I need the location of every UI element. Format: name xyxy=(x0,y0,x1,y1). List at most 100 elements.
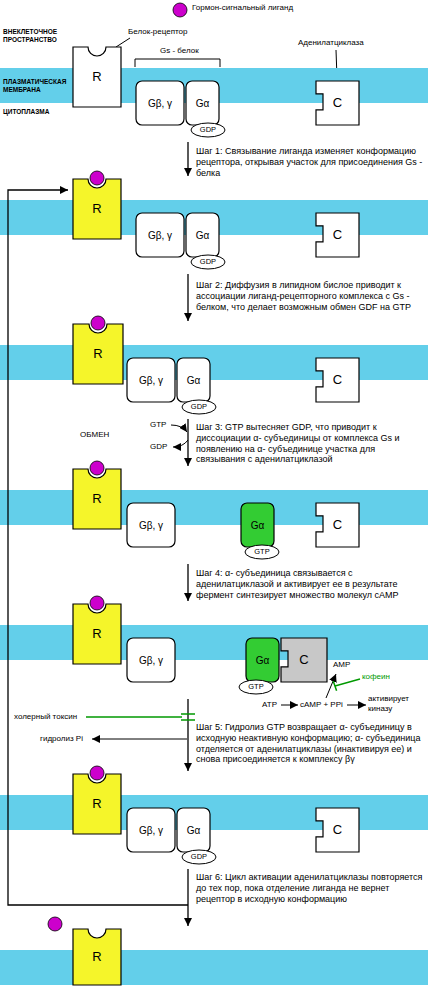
ligand xyxy=(173,3,187,17)
step-arrow xyxy=(187,564,188,601)
node-label: R xyxy=(92,202,101,216)
inhibitor-bar xyxy=(333,681,336,691)
molecule-label: cAMP + PPi xyxy=(300,700,343,710)
step-arrow xyxy=(187,869,188,926)
molecule-label: ATP xyxy=(262,700,277,710)
node-label: C xyxy=(333,823,342,837)
effect-label: активирует киназу xyxy=(368,694,424,713)
node-label: C xyxy=(333,373,342,387)
exchange-arrow xyxy=(171,425,187,432)
node-label: GDP xyxy=(191,403,207,411)
gdp-molecule: GDP xyxy=(181,399,217,415)
block-bar xyxy=(181,719,195,721)
receptor-protein: R xyxy=(72,46,122,108)
cycle-arrow xyxy=(8,190,188,905)
step-caption: Шаг 1: Связывание лиганда изменяет конфо… xyxy=(196,146,424,178)
gtp-molecule: GTP xyxy=(244,544,280,560)
node-label: GTP xyxy=(254,548,269,556)
subunit-outline xyxy=(127,808,175,852)
g-beta-gamma-subunit: Gβ, γ xyxy=(135,212,185,258)
node-label: GDP xyxy=(191,853,207,861)
node-label: R xyxy=(92,70,101,84)
membrane-band xyxy=(0,795,428,830)
gdp-molecule: GDP xyxy=(190,122,226,138)
g-beta-gamma-subunit: Gβ, γ xyxy=(126,807,176,853)
molecule-outline xyxy=(191,255,225,269)
node-label: R xyxy=(92,950,101,964)
node-label: C xyxy=(333,228,342,242)
molecule-outline xyxy=(182,850,216,864)
receptor-protein: R xyxy=(72,178,122,240)
node-label: GTP xyxy=(248,683,263,691)
adenylate-cyclase: C xyxy=(315,502,360,548)
adenylate-cyclase: C xyxy=(315,357,360,403)
subunit-outline xyxy=(177,358,210,402)
inhibitor-label: кофеин xyxy=(362,672,390,682)
exchange-arrow xyxy=(173,440,188,447)
shape-outline xyxy=(73,604,121,664)
node-label: GDP xyxy=(200,126,216,134)
adenylate-cyclase: C xyxy=(315,807,360,853)
node-label: Gβ, γ xyxy=(139,520,163,531)
reaction-arrow xyxy=(281,705,298,706)
block-bar xyxy=(181,713,195,715)
receptor-protein: R xyxy=(72,323,124,385)
g-alpha-subunit: Gα xyxy=(240,502,275,548)
g-beta-gamma-subunit: Gβ, γ xyxy=(126,502,176,548)
node-label: Gα xyxy=(256,655,270,666)
molecule-outline xyxy=(239,680,273,694)
molecule-label: AMP xyxy=(333,660,350,670)
subunit-outline xyxy=(186,81,219,125)
callout-label: Gs - белок xyxy=(160,46,199,56)
gs-bracket xyxy=(135,59,220,67)
node-label: Gβ, γ xyxy=(139,825,163,836)
toxin-line xyxy=(86,716,182,717)
node-label: R xyxy=(93,347,102,361)
node-label: Gα xyxy=(187,375,201,386)
g-alpha-subunit: Gα xyxy=(245,637,280,683)
subunit-outline xyxy=(127,638,175,682)
subunit-outline xyxy=(246,638,279,682)
shape-outline xyxy=(316,213,359,257)
shape-outline xyxy=(73,324,123,384)
node-label: Gα xyxy=(196,98,210,109)
g-alpha-subunit: Gα xyxy=(185,80,220,126)
shape-outline xyxy=(73,469,121,529)
receptor-protein: R xyxy=(72,603,122,665)
subunit-outline xyxy=(127,358,175,402)
node-label: Gβ, γ xyxy=(139,375,163,386)
membrane-band xyxy=(0,625,428,660)
step-caption: Шаг 2: Диффузия в липидном бислое привод… xyxy=(196,280,424,312)
molecule-label: GDP xyxy=(150,442,167,452)
hydrolysis-arrow xyxy=(92,739,187,740)
shape-outline xyxy=(73,929,121,985)
molecule-outline xyxy=(245,545,279,559)
inhibitor-line xyxy=(335,679,360,686)
molecule-outline xyxy=(182,400,216,414)
g-alpha-subunit: Gα xyxy=(176,357,211,403)
adenylate-cyclase: C xyxy=(315,212,360,258)
node-label: Gβ, γ xyxy=(139,655,163,666)
node-label: R xyxy=(92,627,101,641)
step-caption: Шаг 3: GTP вытесняет GDP, что приводит к… xyxy=(196,422,424,465)
subunit-outline xyxy=(186,213,219,257)
node-label: Gα xyxy=(251,520,265,531)
region-label: ВНЕКЛЕТОЧНОЕ ПРОСТРАНСТВО xyxy=(3,28,69,44)
subunit-outline xyxy=(136,213,184,257)
step-arrow xyxy=(187,274,188,321)
g-beta-gamma-subunit: Gβ, γ xyxy=(126,637,176,683)
shape-outline xyxy=(73,179,121,239)
reaction-arrow xyxy=(347,705,366,706)
leader-line xyxy=(116,38,130,47)
node-label: C xyxy=(299,653,308,667)
node-label: C xyxy=(333,518,342,532)
shape-outline xyxy=(73,47,121,107)
shape-outline xyxy=(316,808,359,852)
shape-outline xyxy=(316,81,359,125)
gdp-molecule: GDP xyxy=(190,254,226,270)
subunit-outline xyxy=(177,808,210,852)
ligand xyxy=(91,316,105,330)
toxin-label: холерный токсин xyxy=(14,712,77,722)
node-label: R xyxy=(92,492,101,506)
membrane-band xyxy=(0,345,428,380)
